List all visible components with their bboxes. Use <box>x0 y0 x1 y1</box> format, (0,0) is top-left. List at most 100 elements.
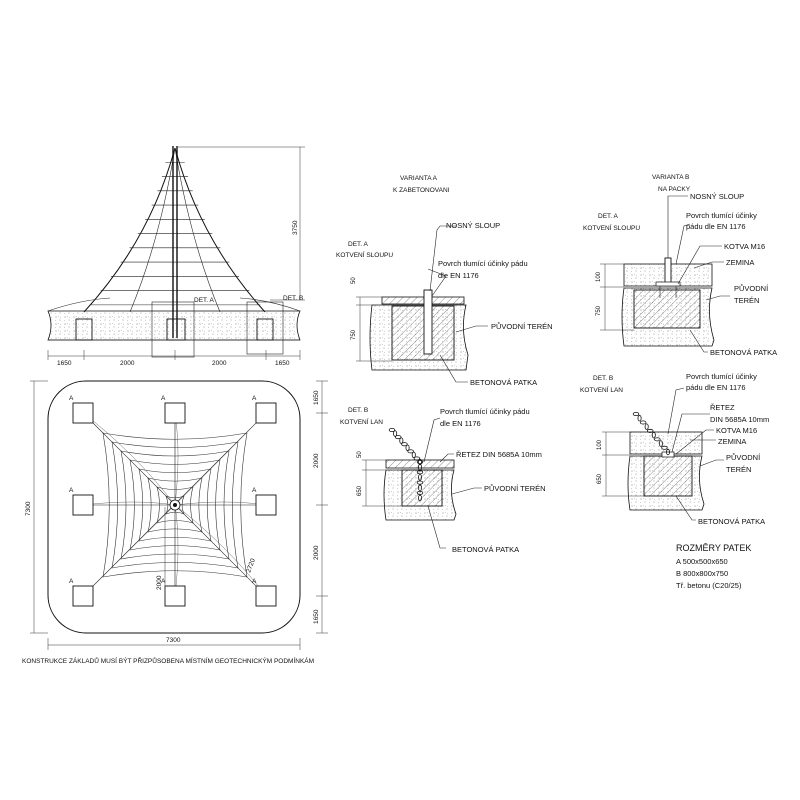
det-b-rope-anchor-right: DET. B KOTVENÍ LAN 100 650 Povrch tlumíc… <box>580 372 769 526</box>
variant-b-title-2: NA PACKY <box>658 186 691 193</box>
det-b-right-povrch-2: pádu dle EN 1176 <box>686 383 746 392</box>
variant-b-detail: VARIANTA B NA PACKY DET. A KOTVENÍ SLOUP… <box>583 174 777 357</box>
chain-link <box>416 490 424 495</box>
variant-a-patka: BETONOVÁ PATKA <box>470 378 537 387</box>
plan-footing-label: A <box>252 395 257 402</box>
variant-b-patka: BETONOVÁ PATKA <box>710 348 777 357</box>
det-b-left-dim-top: 50 <box>357 451 363 458</box>
plan-height-dim: 7300 <box>25 501 32 516</box>
plan-footing <box>72 494 94 516</box>
variant-b-dim-depth: 750 <box>596 305 602 316</box>
variant-b-povrch-2: pádu dle EN 1176 <box>686 222 746 231</box>
plan-net-ring <box>147 477 203 533</box>
elevation-view: 3750 DET. A DET. B 1650 2000 2000 1650 <box>47 146 305 367</box>
height-dim: 3750 <box>292 220 299 235</box>
plan-footing <box>255 402 277 424</box>
variant-b-det-2: KOTVENÍ SLOUPU <box>583 223 640 232</box>
det-b-right-povrch-1: Povrch tlumící účinky <box>686 372 757 381</box>
plan-net-spoke <box>82 504 176 597</box>
footing-elevation-right <box>256 318 274 341</box>
variant-a-dim-top: 50 <box>351 277 357 284</box>
plan-footing <box>164 402 186 424</box>
det-b-right-retez-2: DIN 5685A 10mm <box>710 415 769 424</box>
variant-b-title-1: VARIANTA B <box>652 174 689 181</box>
pyramid-rungs <box>89 161 261 306</box>
chain-link <box>393 430 398 437</box>
plan-width-dim: 7300 <box>166 637 181 644</box>
variant-b-det-1: DET. A <box>598 213 619 220</box>
det-b-right-puvodni-2: TERÉN <box>726 465 751 474</box>
plan-net-spoke <box>174 504 179 597</box>
chain-link <box>637 415 642 422</box>
det-b-right-dim-top: 100 <box>597 439 603 450</box>
rozmery-line-b: B 800x800x750 <box>676 569 728 578</box>
plan-net-spoke <box>174 412 179 506</box>
variant-a-dim-depth: 750 <box>351 329 357 340</box>
plan-right-dim-1: 1650 <box>313 390 320 405</box>
footing-elevation-left <box>75 318 93 341</box>
plan-net-spoke <box>82 412 176 506</box>
detail-b-box <box>246 301 284 355</box>
plan-right-dim-4: 1650 <box>313 609 320 624</box>
plan-right-dim-2: 2000 <box>313 453 320 468</box>
chain-link <box>401 442 408 447</box>
plan-diag-dim: 2720 <box>245 557 257 573</box>
chain-link <box>644 423 649 430</box>
chain-link <box>666 448 671 456</box>
plan-footing <box>255 494 277 516</box>
det-b-left-povrch-2: dle EN 1176 <box>440 419 481 428</box>
plan-footing-label: A <box>252 578 257 585</box>
chain-link <box>407 449 414 454</box>
chain-link <box>639 420 647 425</box>
det-b-left-puvodni: PŮVODNÍ TERÉN <box>484 484 546 493</box>
elev-dim-4: 1650 <box>275 360 290 367</box>
ground-band <box>47 310 301 341</box>
variant-a-detail: VARIANTA A K ZABETONOVANI DET. A KOTVENÍ… <box>336 175 553 387</box>
plan-net-ring <box>156 486 194 524</box>
plan-footing <box>72 585 94 607</box>
variant-a-title-2: K ZABETONOVANI <box>393 187 450 194</box>
rozmery-line-a: A 500x500x650 <box>676 557 728 566</box>
det-b-right-retez-1: ŘETEZ <box>710 403 735 412</box>
variant-b-zemina: ZEMINA <box>726 258 754 267</box>
plan-outline <box>47 380 301 634</box>
chain-link <box>405 444 410 451</box>
plan-right-dim-3: 2000 <box>313 545 320 560</box>
chain-link <box>417 463 422 471</box>
det-b-left-det-2: KOTVENÍ LAN <box>340 417 383 426</box>
chain-left <box>388 427 424 502</box>
plan-net-ring <box>102 432 248 578</box>
rozmery-title: ROZMĚRY PATEK <box>676 543 751 553</box>
plan-footing-label: A <box>252 487 257 494</box>
chain-link <box>651 431 656 439</box>
det-b-left-patka: BETONOVÁ PATKA <box>452 545 519 554</box>
chain-link <box>632 412 640 417</box>
chain-link <box>413 456 421 461</box>
footing-elevation-center <box>166 318 186 341</box>
chain-link <box>416 480 424 485</box>
chain-link <box>417 474 422 481</box>
plan-net-ring <box>165 495 185 515</box>
chain-link <box>395 435 402 440</box>
variant-b-puvodni-1: PŮVODNÍ <box>734 284 769 293</box>
elev-dim-2: 2000 <box>120 360 135 367</box>
plan-net-ring <box>120 450 230 560</box>
variant-a-det-2: KOTVENÍ SLOUPU <box>336 250 393 259</box>
plan-footing-label: A <box>69 578 74 585</box>
chain-right <box>632 412 671 456</box>
chain-link <box>661 445 668 450</box>
chain-link <box>647 428 654 433</box>
variant-a-puvodni: PŮVODNÍ TERÉN <box>491 322 553 331</box>
det-b-right-det-1: DET. B <box>593 375 613 382</box>
elev-dim-3: 2000 <box>212 360 227 367</box>
plan-footing <box>164 585 186 607</box>
chain-link <box>416 459 424 464</box>
plan-inner-dim: 2000 <box>156 575 163 590</box>
plan-net-ring <box>129 459 221 551</box>
rozmery-line-c: Tř. betonu (C20/25) <box>676 581 742 590</box>
variant-b-kotva: KOTVA M16 <box>724 242 765 251</box>
variant-b-povrch-1: Povrch tlumící účinky <box>686 211 757 220</box>
